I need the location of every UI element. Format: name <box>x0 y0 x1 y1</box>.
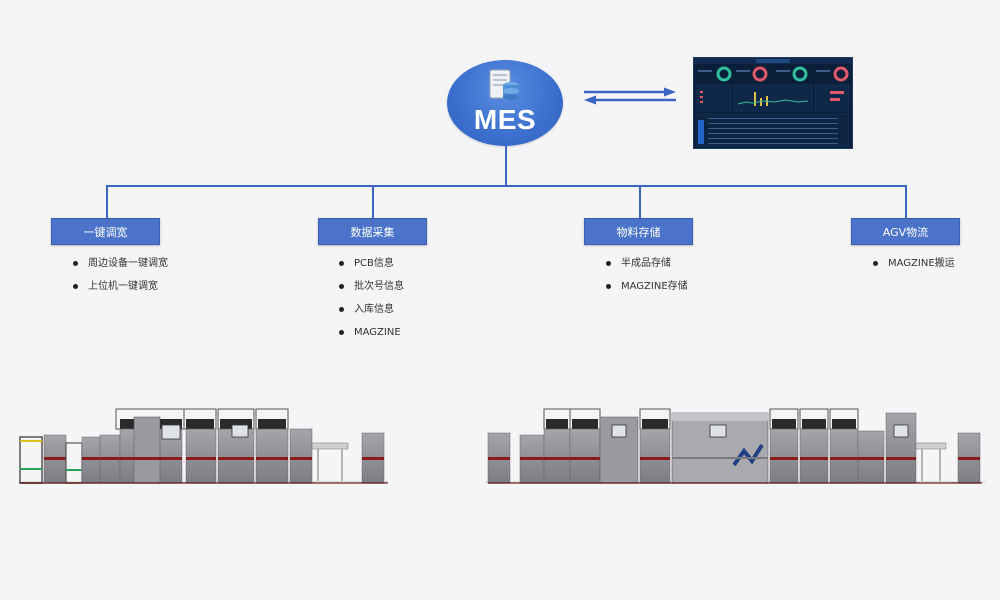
list-item: 周边设备一键调宽 <box>73 256 168 279</box>
list-item: 批次号信息 <box>339 279 404 302</box>
bidirectional-arrow-icon <box>584 87 676 105</box>
list-item: 半成品存储 <box>606 256 688 279</box>
list-item: MAGZINE <box>339 325 404 348</box>
connector-branch-2 <box>372 185 374 218</box>
category-data-collection[interactable]: 数据采集 <box>318 218 427 245</box>
list-item: MAGZINE存储 <box>606 279 688 302</box>
list-item: 入库信息 <box>339 302 404 325</box>
dashboard-screen-icon <box>694 58 852 147</box>
list-item: 上位机一键调宽 <box>73 279 168 302</box>
list-item: PCB信息 <box>339 256 404 279</box>
mes-label: MES <box>473 104 537 135</box>
list-one-key-width-adjust: 周边设备一键调宽 上位机一键调宽 <box>73 256 168 302</box>
list-data-collection: PCB信息 批次号信息 入库信息 MAGZINE <box>339 256 404 348</box>
connector-branch-1 <box>106 185 108 218</box>
smt-production-line-icon <box>18 408 388 484</box>
list-item: MAGZINE搬运 <box>873 256 955 279</box>
production-lines <box>18 408 985 484</box>
connector-branch-3 <box>639 185 641 218</box>
connector-trunk <box>505 146 507 186</box>
category-one-key-width-adjust[interactable]: 一键调宽 <box>51 218 160 245</box>
smt-production-line-icon <box>485 408 985 484</box>
category-material-storage[interactable]: 物料存储 <box>584 218 693 245</box>
connector-branch-4 <box>905 185 907 218</box>
category-agv-logistics[interactable]: AGV物流 <box>851 218 960 245</box>
database-server-icon <box>489 69 519 100</box>
list-material-storage: 半成品存储 MAGZINE存储 <box>606 256 688 302</box>
connector-bus <box>106 185 907 187</box>
mes-dashboard-screen <box>693 57 853 149</box>
list-agv-logistics: MAGZINE搬运 <box>873 256 955 279</box>
